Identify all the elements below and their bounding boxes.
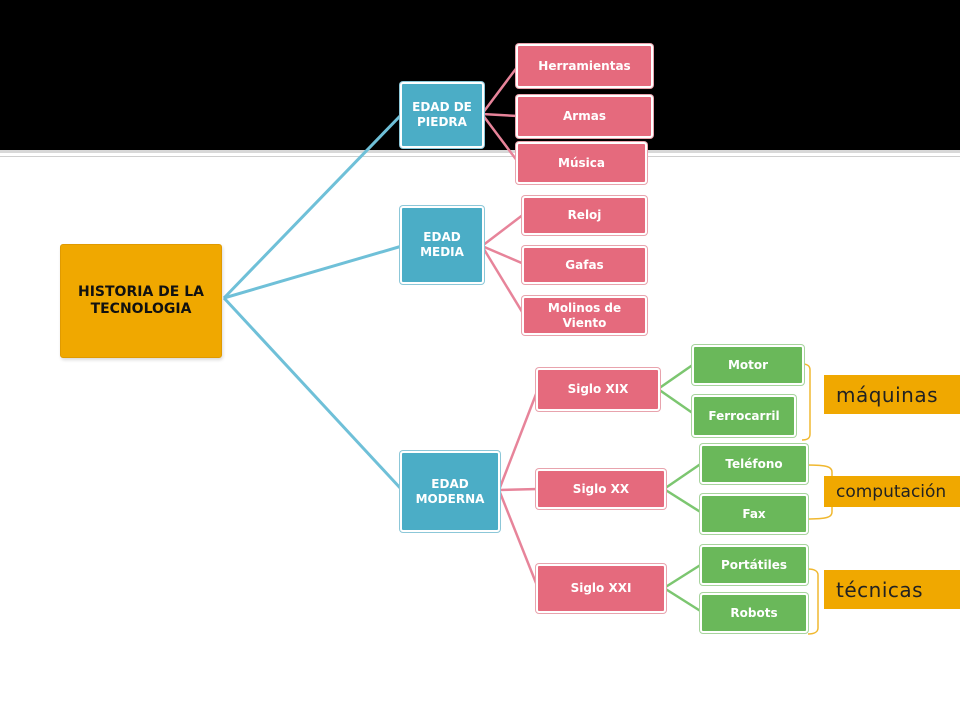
divider-line-thin	[0, 156, 960, 157]
item-telefono: Teléfono	[700, 444, 808, 484]
connector-xx-fax	[663, 487, 703, 515]
connector-media-molinos	[480, 245, 526, 316]
connector-xix-motor	[657, 362, 695, 391]
siglo-xx: Siglo XX	[536, 469, 666, 509]
connector-xix-ferrocarril	[657, 387, 695, 416]
connector-media-gafas	[481, 244, 525, 266]
item-armas: Armas	[516, 95, 653, 138]
siglo-xxi: Siglo XXI	[536, 564, 666, 613]
connector-root-media	[223, 244, 403, 300]
item-ferrocarril: Ferrocarril	[692, 395, 796, 437]
item-herramientas: Herramientas	[516, 44, 653, 88]
connector-moderna-xx	[498, 487, 539, 492]
connector-piedra-musica	[481, 113, 519, 163]
root-node: HISTORIA DE LA TECNOLOGIA	[60, 244, 222, 358]
connector-xxi-robots	[663, 586, 703, 614]
item-fax: Fax	[700, 494, 808, 534]
era-edad-de-piedra: EDAD DE PIEDRA	[400, 82, 484, 148]
item-reloj: Reloj	[522, 196, 647, 235]
label-maquinas: máquinas	[824, 375, 960, 414]
bracket-maquinas	[801, 363, 811, 441]
era-edad-moderna: EDAD MODERNA	[400, 451, 500, 532]
connector-piedra-herramientas	[481, 65, 519, 115]
connector-moderna-xix	[497, 388, 540, 491]
connector-root-piedra	[222, 112, 404, 300]
label-tecnicas: técnicas	[824, 570, 960, 609]
connector-moderna-xxi	[497, 489, 540, 589]
label-computacion: computación	[824, 476, 960, 507]
connector-root-moderna	[222, 296, 404, 492]
item-musica: Música	[516, 142, 647, 184]
item-molinos-de-viento: Molinos de Viento	[522, 296, 647, 335]
connector-media-reloj	[481, 213, 525, 247]
item-robots: Robots	[700, 593, 808, 633]
siglo-xix: Siglo XIX	[536, 368, 660, 411]
connector-xx-telefono	[663, 461, 703, 491]
connector-xxi-portatiles	[663, 562, 703, 590]
item-motor: Motor	[692, 345, 804, 385]
item-gafas: Gafas	[522, 246, 647, 284]
item-portatiles: Portátiles	[700, 545, 808, 585]
connector-piedra-armas	[481, 112, 519, 118]
bracket-tecnicas	[807, 568, 819, 635]
divider-line	[0, 150, 960, 153]
era-edad-media: EDAD MEDIA	[400, 206, 484, 284]
